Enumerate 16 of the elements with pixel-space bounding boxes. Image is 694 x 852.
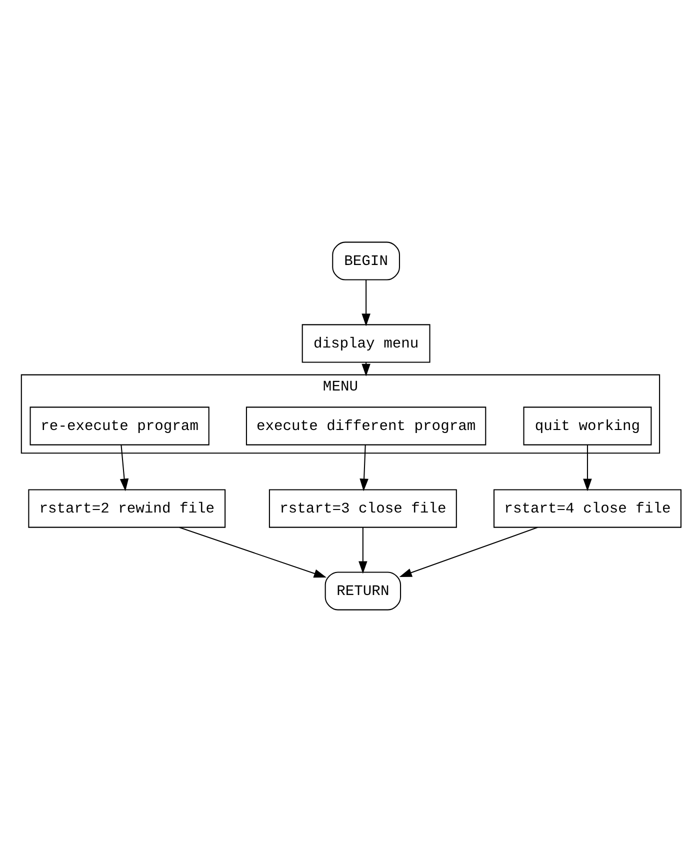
arrow	[362, 280, 370, 326]
arrow	[120, 444, 129, 492]
arrow	[399, 526, 538, 577]
node-box: rstart=2 rewind file	[28, 489, 226, 528]
node-box: RETURN	[324, 572, 402, 610]
node-box: re-execute program	[30, 406, 210, 446]
node-box: BEGIN	[332, 242, 400, 280]
arrow	[360, 444, 368, 492]
arrow	[583, 444, 592, 492]
node-box: execute different program	[246, 406, 486, 446]
node-box: display menu	[302, 324, 430, 363]
node-box: quit working	[523, 406, 652, 446]
arrow	[358, 527, 368, 574]
arrow	[179, 526, 326, 578]
node-box: rstart=3 close file	[268, 489, 457, 528]
node-box: rstart=4 close file	[493, 489, 682, 528]
